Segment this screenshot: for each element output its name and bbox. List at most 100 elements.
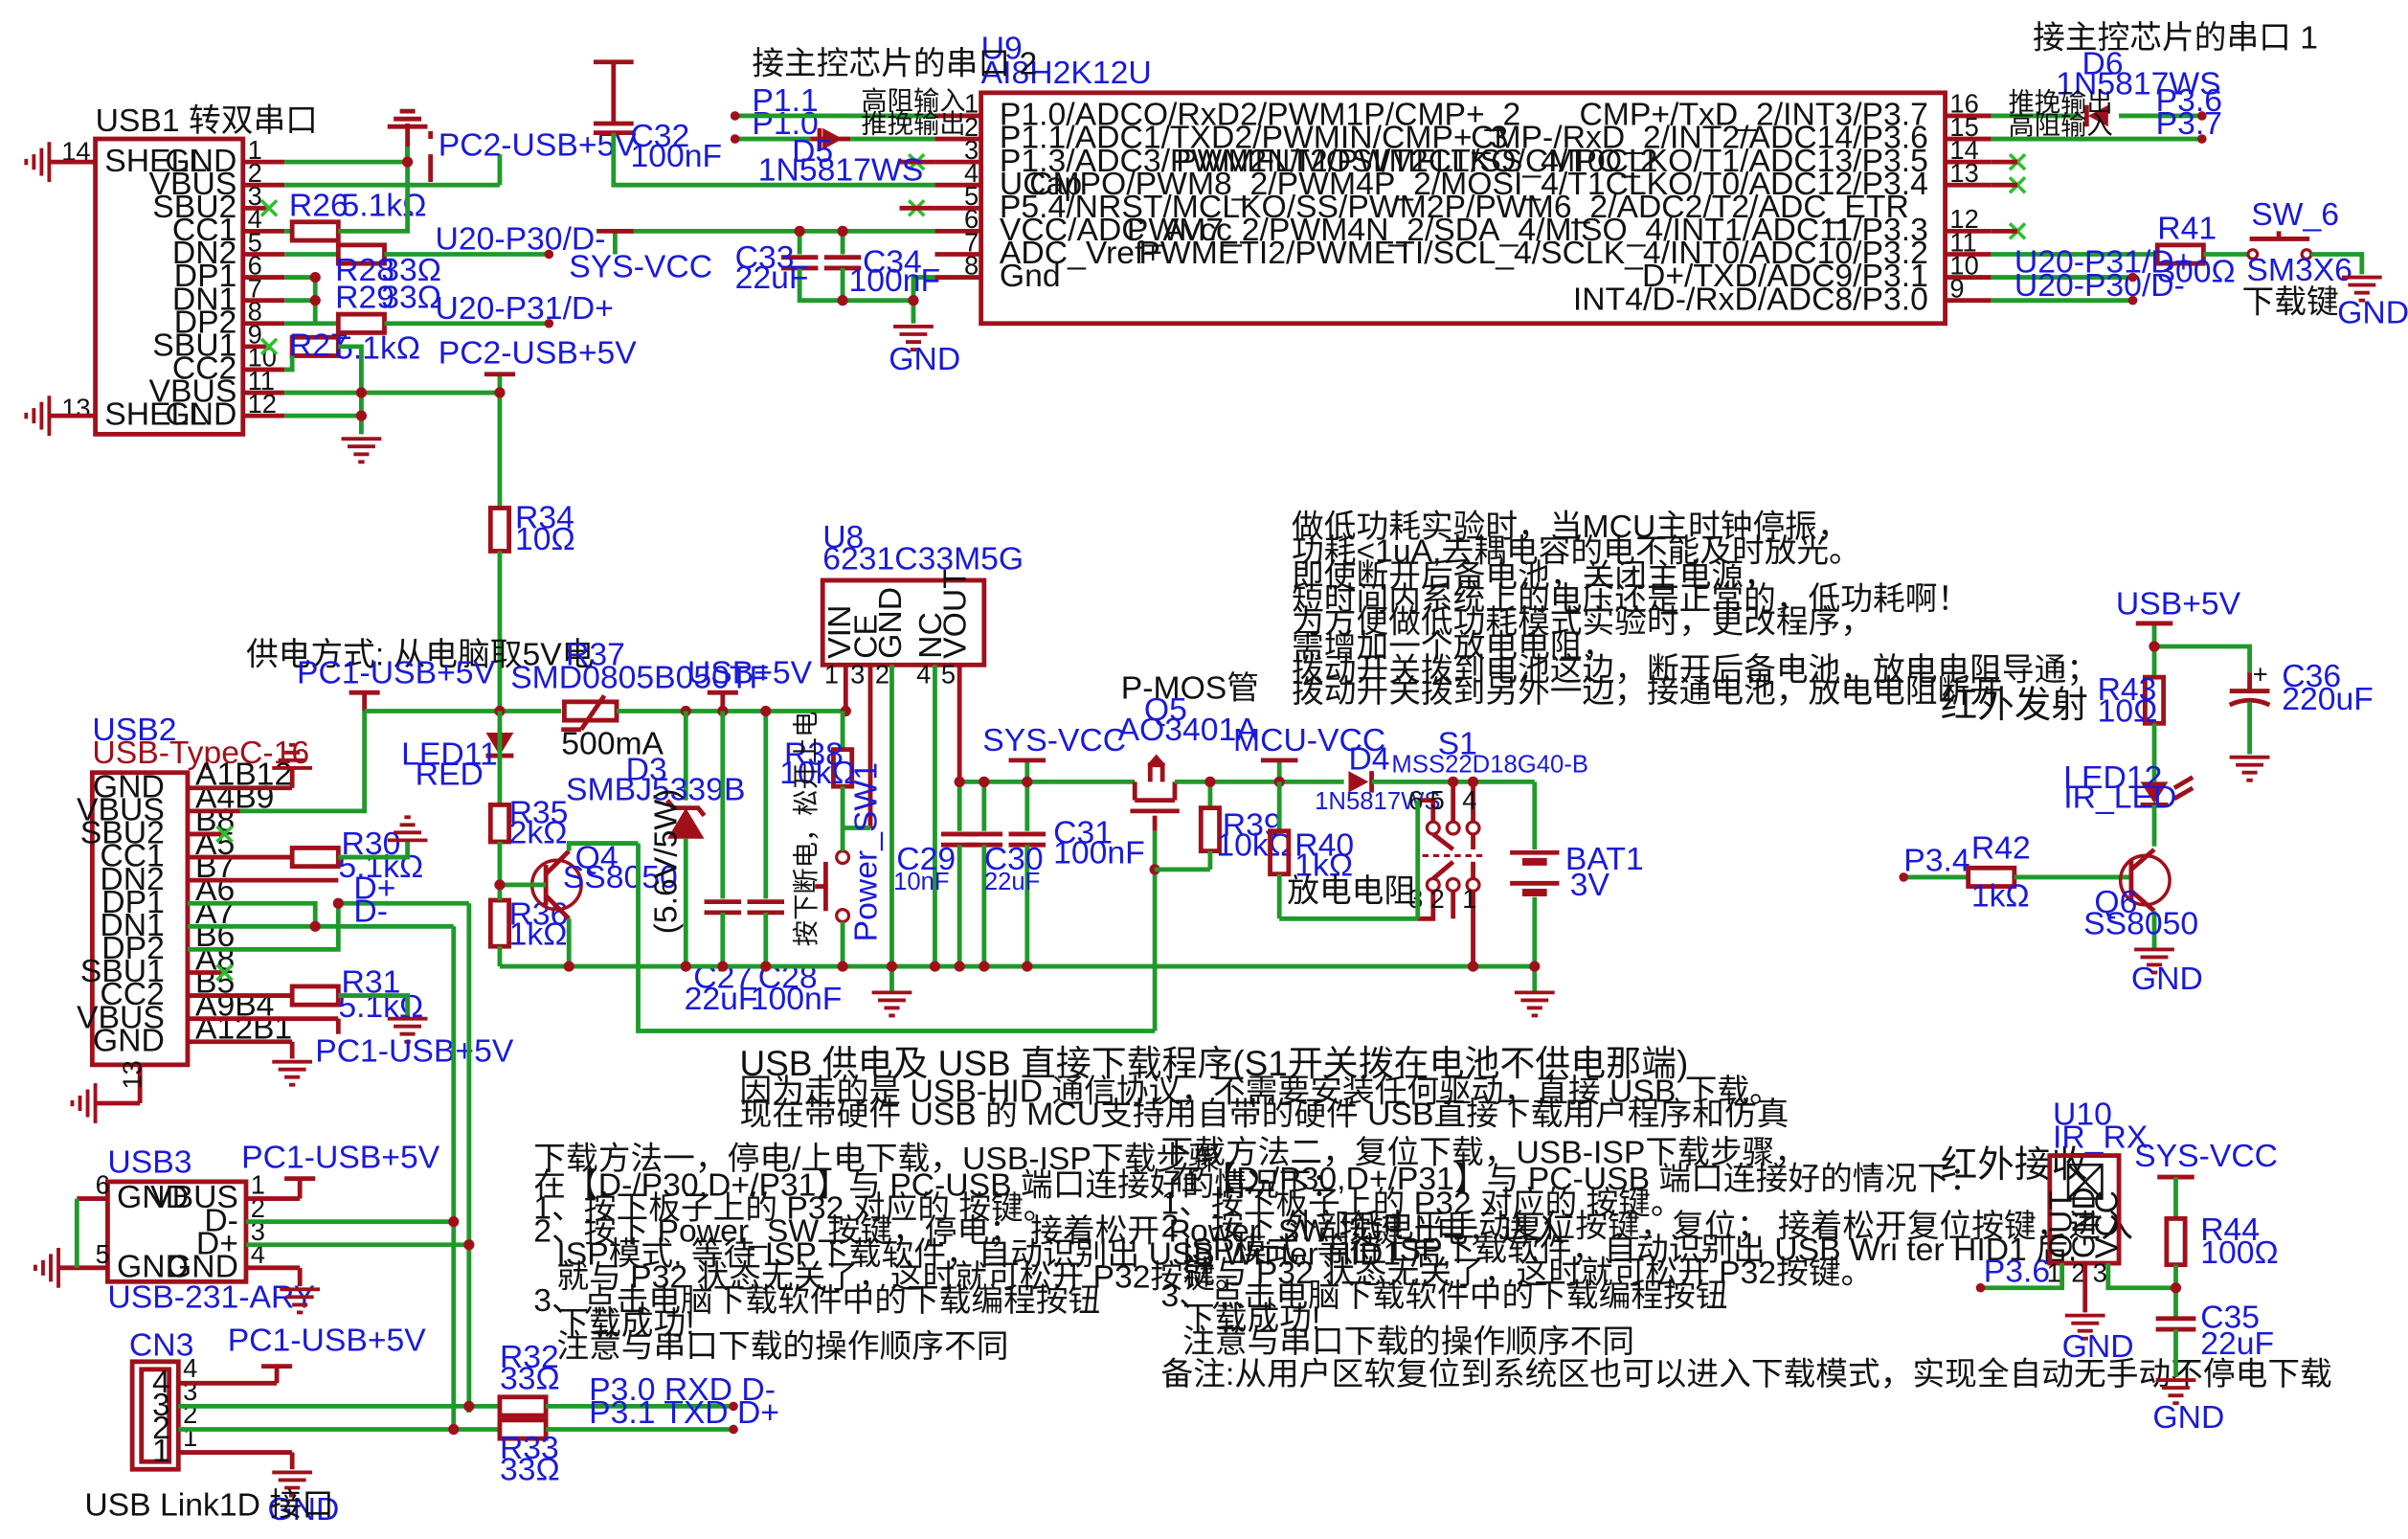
power-section: R34 10Ω 供电方式: 从电脑取5V电 PC1-USB+5V R37 SMD… — [239, 499, 2099, 1033]
q4-transistor — [499, 849, 583, 920]
svg-text:6: 6 — [248, 250, 262, 280]
supply-note: 供电方式: 从电脑取5V电 — [246, 636, 594, 672]
svg-text:1: 1 — [964, 89, 979, 119]
s1-switch — [1417, 781, 1484, 967]
svg-text:GND: GND — [872, 587, 909, 659]
q6-transistor — [2118, 848, 2172, 914]
usb1-pin-labels: GND VBUS SBU2 CC1 DN2 DP1 DN1 DP2 SBU1 C… — [148, 143, 236, 433]
u20-p31-label-a: U20-P31/D+ — [435, 290, 614, 327]
s1-ref: S1 — [1438, 725, 1477, 761]
svg-text:GND: GND — [167, 1248, 238, 1284]
svg-text:DP1: DP1 — [174, 258, 237, 294]
uart1-note: 接主控芯片的串口 1 — [2033, 19, 2318, 56]
u20-p30-label-a: U20-P30/D- — [435, 221, 605, 258]
c30-ref: C30 — [984, 841, 1044, 877]
d3-ref: D3 — [626, 752, 667, 788]
svg-text:1: 1 — [824, 660, 839, 690]
svg-text:2: 2 — [152, 1410, 170, 1446]
usb-note-title: USB 供电及 USB 直接下载程序(S1开关拨在电池不供电那端) — [739, 1044, 1688, 1083]
svg-text:5: 5 — [96, 1239, 110, 1269]
svg-text:4: 4 — [1462, 785, 1476, 815]
svg-text:VOUT: VOUT — [937, 569, 974, 659]
svg-text:INT4/D-/RxD/ADC8/P3.0: INT4/D-/RxD/ADC8/P3.0 — [1573, 281, 1928, 317]
usb3-val: USB-231-ARY — [107, 1279, 315, 1316]
c31-val: 100nF — [1053, 834, 1145, 871]
svg-text:CMPO/PWM8_2/PWM4P_2/MOSI_4/T1C: CMPO/PWM8_2/PWM4P_2/MOSI_4/T1CLKO/T0/ADC… — [1029, 166, 1928, 202]
mcu-vcc: MCU-VCC — [1233, 722, 1385, 758]
usb1-title: USB1 转双串口 — [96, 102, 318, 139]
svg-text:CC2: CC2 — [172, 351, 236, 387]
ir-receive: 红外接收 U10 IR_RX OUT GND VCC 1 2 3 P3.6 GN… — [1941, 1096, 2279, 1435]
cn3-ref: CN3 — [129, 1326, 193, 1363]
led11-val: RED — [416, 757, 484, 793]
usb2-ref: USB2 — [92, 712, 176, 748]
svg-text:3: 3 — [248, 181, 262, 211]
svg-text:VBUS: VBUS — [148, 166, 236, 202]
r44-val: 100Ω — [2200, 1234, 2278, 1271]
r42-val: 1kΩ — [1971, 877, 2030, 914]
svg-text:1: 1 — [2047, 1257, 2061, 1287]
svg-text:SBU1: SBU1 — [80, 953, 165, 989]
u9-right-pin-labels: CMP+/TxD_2/INT3/P3.7 CMP-/RxD_2/INT2/ADC… — [1029, 97, 1928, 318]
c29-val: 10nF — [893, 869, 950, 895]
r44-ref: R44 — [2200, 1211, 2260, 1248]
u8-pin-numbers: 1 3 2 4 5 — [824, 660, 956, 690]
svg-text:P1.0/ADCO/RxD2/PWM1P/CMP+_2: P1.0/ADCO/RxD2/PWM1P/CMP+_2 — [1000, 97, 1520, 133]
usb1-shell-bottom: SHELL — [104, 396, 207, 433]
svg-text:就与 P32 状态无关了，这时就可松开 P32按键。: 就与 P32 状态无关了，这时就可松开 P32按键。 — [1182, 1255, 1873, 1291]
svg-text:CC2: CC2 — [100, 976, 164, 1012]
usb2-connector: USB2 USB-TypeC-16 GND VBUS SBU2 CC1 DN2 … — [70, 712, 514, 1413]
gnd-top: GND — [889, 341, 960, 377]
d3-val: SMBJ5339B — [566, 772, 745, 808]
svg-text:8: 8 — [964, 250, 979, 280]
c34-val: 100nF — [849, 262, 941, 299]
svg-text:PWM7_2/PWM4N_2/SDA_4/MISO_4/IN: PWM7_2/PWM4N_2/SDA_4/MISO_4/INT1/ADC11/P… — [1127, 212, 1928, 248]
r38-ref: R38 — [784, 736, 844, 773]
usb-note-l1: 因为走的是 USB-HID 通信协议，不需要安装任何驱动，直接 USB 下载。 — [739, 1073, 1781, 1109]
gnd-sw6: GND — [2337, 295, 2408, 331]
usb2-n13: 13 — [118, 1060, 147, 1089]
s1-val: MSS22D18G40-B — [1391, 752, 1588, 779]
r29-val: 33Ω — [381, 280, 441, 316]
d3-note: (5.6V/5W) — [648, 789, 685, 935]
pp-out-label-b: 推挽输出 — [2008, 87, 2112, 117]
pc1-usb5v-mid: PC1-USB+5V — [297, 655, 496, 691]
usb-notes: USB 供电及 USB 直接下载程序(S1开关拨在电池不供电那端) 因为走的是 … — [533, 1044, 2331, 1392]
c35-ref: C35 — [2200, 1299, 2260, 1335]
svg-text:需增加一个放电电阻，: 需增加一个放电电阻， — [1292, 628, 1614, 665]
r40-val: 1kΩ — [1294, 847, 1353, 883]
usb2-dplus: D+ — [353, 870, 395, 906]
svg-text:1: 1 — [183, 1422, 197, 1452]
hiz-in-label-b: 高阻输入 — [2008, 110, 2112, 140]
svg-text:VBUS: VBUS — [148, 373, 236, 410]
r43-val: 10Ω — [2098, 693, 2158, 730]
r37-val: SMD0805B050TF — [510, 659, 769, 695]
svg-text:功耗<1uA,去耦电容的电不能及时放光。: 功耗<1uA,去耦电容的电不能及时放光。 — [1292, 533, 1861, 570]
svg-text:Gnd: Gnd — [1000, 258, 1061, 294]
c32-ref: C32 — [630, 118, 689, 154]
u9-mcu: U9 AI8H2K12U 接主控芯片的串口 2 接主控芯片的串口 1 P1.0/… — [569, 19, 2408, 377]
led12-val: IR_LED — [2063, 780, 2176, 816]
svg-text:VBUS: VBUS — [77, 999, 165, 1035]
u9-value: AI8H2K12U — [981, 55, 1152, 91]
svg-text:3: 3 — [850, 660, 865, 690]
r34-val: 10Ω — [515, 521, 575, 557]
u8-ref: U8 — [822, 519, 864, 555]
svg-text:3: 3 — [964, 135, 979, 165]
svg-text:在【D-/P30,D+/P31】与 PC-USB 端口连接好: 在【D-/P30,D+/P31】与 PC-USB 端口连接好的情况下： — [1172, 1161, 1982, 1197]
u9-ref: U9 — [981, 31, 1023, 67]
svg-text:ISP模式, 等待 ISP下载软件，自动识别出 USB W: ISP模式, 等待 ISP下载软件，自动识别出 USB Wri ter HID1… — [1182, 1232, 2077, 1268]
svg-text:1: 1 — [251, 1170, 265, 1200]
usb-note-l2: 现在带硬件 USB 的 MCU支持用自带的硬件 USB直接下载用户程序和仿真 — [739, 1096, 1789, 1132]
svg-text:1、按下板子上的 P32 对应的 按键。: 1、按下板子上的 P32 对应的 按键。 — [1161, 1186, 1683, 1222]
svg-text:GND: GND — [93, 768, 165, 804]
svg-text:2: 2 — [248, 158, 262, 188]
r37-ref: R37 — [566, 636, 625, 672]
method1-note: 下载方法一，停电/上电下载，USB-ISP下载步骤， 在【D-/P30,D+/P… — [533, 1141, 1564, 1365]
svg-text:DN1: DN1 — [100, 907, 164, 943]
svg-text:CMP+/TxD_2/INT3/P3.7: CMP+/TxD_2/INT3/P3.7 — [1579, 97, 1927, 133]
svg-text:5: 5 — [1430, 785, 1445, 815]
svg-text:P1.1/ADC1/TXD2/PWMIN/CMP+_3: P1.1/ADC1/TXD2/PWMIN/CMP+_3 — [1000, 120, 1508, 156]
power-sw1 — [815, 827, 851, 967]
